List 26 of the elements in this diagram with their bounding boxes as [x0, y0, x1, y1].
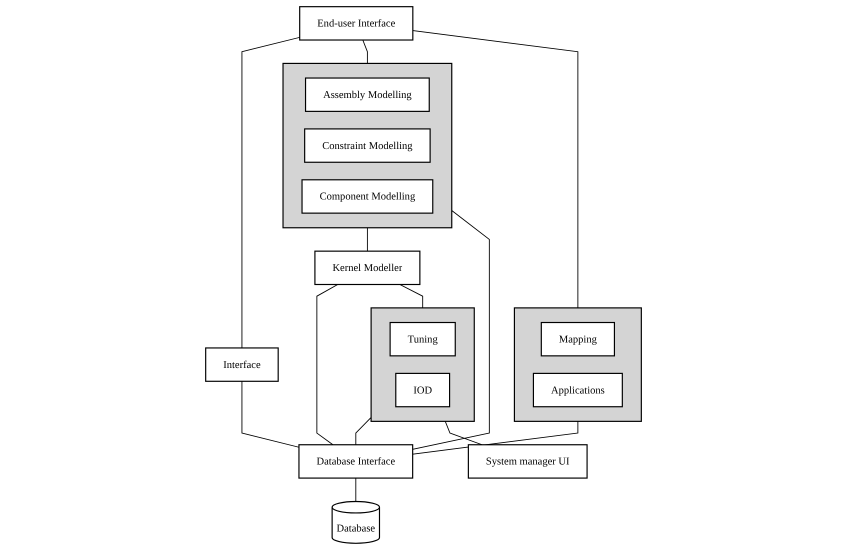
node-box: Component Modelling [302, 179, 434, 214]
connector [367, 227, 368, 252]
cluster [371, 307, 476, 422]
connector [362, 40, 368, 64]
node-box: Constraint Modelling [304, 128, 432, 163]
connector [356, 478, 357, 502]
node-box: System manager UI [468, 444, 588, 479]
cluster [514, 307, 642, 422]
node-box: Mapping [541, 322, 616, 356]
node-box: IOD [396, 372, 451, 408]
node-box: Database Interface [298, 444, 414, 479]
node-box: Applications [533, 372, 624, 408]
connector [400, 284, 424, 308]
connector [356, 416, 372, 446]
node-box: Interface [206, 347, 280, 382]
connector [316, 284, 339, 446]
cluster [282, 62, 453, 228]
node-box: Kernel Modeller [314, 250, 421, 286]
connector [412, 210, 490, 450]
connector [242, 380, 300, 448]
connector [242, 36, 301, 348]
connector [412, 30, 579, 308]
node-box: End-user Interface [300, 6, 414, 41]
connector [445, 420, 483, 446]
node-box: Tuning [390, 322, 456, 356]
node-box: Assembly Modelling [305, 77, 430, 112]
